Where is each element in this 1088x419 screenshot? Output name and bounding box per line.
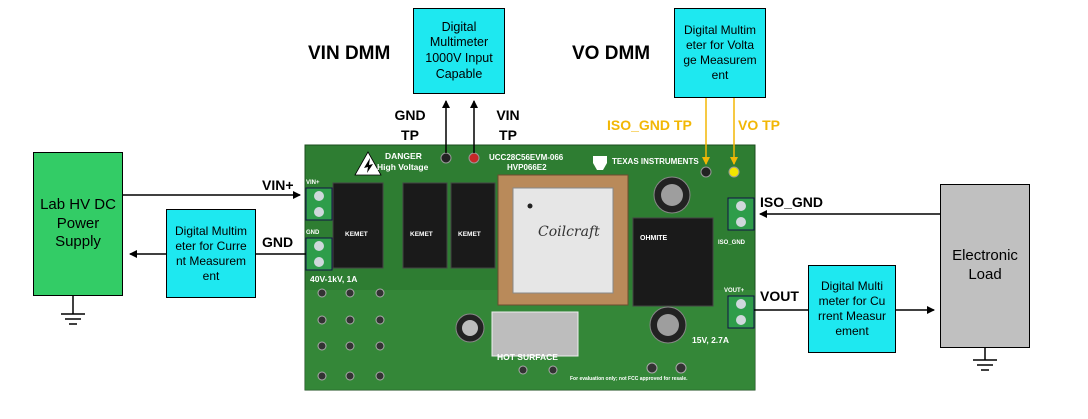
gnd-test-point-icon xyxy=(440,152,452,164)
electronic-load-text: Electronic Load xyxy=(952,247,1018,283)
conn-iso-gnd-text: ISO_GND xyxy=(718,240,746,246)
kemet-cap-3 xyxy=(450,182,496,269)
output-current-dmm-text: Digital Multimeter for Current Measureme… xyxy=(817,279,887,338)
vo-test-point-icon xyxy=(728,166,740,178)
board-brand-text: TEXAS INSTRUMENTS xyxy=(612,157,699,166)
kemet-cap-1 xyxy=(332,182,384,269)
vin-test-point-icon xyxy=(468,152,480,164)
kemet-label-1: KEMET xyxy=(345,231,368,238)
heatsink xyxy=(491,311,579,357)
output-rating-text: 15V, 2.7A xyxy=(692,335,729,345)
vout-label: VOUT xyxy=(760,288,799,304)
vo-dmm-text: Digital Multimeter for Voltage Measureme… xyxy=(683,23,757,82)
vin-plus-label: VIN+ xyxy=(262,177,294,193)
vin-dmm-box: Digital Multimeter 1000V Input Capable xyxy=(413,8,505,94)
input-current-dmm-box: Digital Multimeter for Current Measureme… xyxy=(166,209,256,298)
conn-vin-plus-text: VIN+ xyxy=(306,180,320,186)
lab-supply-text: Lab HV DC Power Supply xyxy=(40,195,116,251)
vin-dmm-text: Digital Multimeter 1000V Input Capable xyxy=(425,19,493,81)
ohmite-label: OHMITE xyxy=(640,235,668,242)
electronic-load-box: Electronic Load xyxy=(940,184,1030,348)
vo-dmm-box: Digital Multimeter for Voltage Measureme… xyxy=(674,8,766,98)
vo-tp-label: VO TP xyxy=(738,117,781,133)
vin-dmm-title: VIN DMM xyxy=(308,43,391,64)
iso-gnd-test-point-icon xyxy=(700,166,712,178)
kemet-label-2: KEMET xyxy=(410,231,433,238)
kemet-label-3: KEMET xyxy=(458,231,481,238)
input-current-dmm-text: Digital Multimeter for Current Measureme… xyxy=(175,223,248,283)
vo-dmm-title: VO DMM xyxy=(572,43,651,64)
board-id-text: HVP066E2 xyxy=(507,163,547,172)
coilcraft-text: Coilcraft xyxy=(538,224,600,240)
conn-gnd-text: GND xyxy=(306,230,320,236)
load-ground-icon xyxy=(973,348,997,371)
vin-tp-label: VIN TP xyxy=(496,107,520,143)
board-model-text: UCC28C56EVM-066 xyxy=(489,153,564,162)
board-high-voltage-text: High Voltage xyxy=(377,162,429,172)
board-danger-text: DANGER xyxy=(385,151,422,161)
input-rating-text: 40V-1kV, 1A xyxy=(310,274,357,284)
kemet-cap-2 xyxy=(402,182,448,269)
eval-note-text: For evaluation only; not FCC approved fo… xyxy=(570,376,688,382)
conn-vout-plus-text: VOUT+ xyxy=(724,288,745,294)
output-current-dmm-box: Digital Multimeter for Current Measureme… xyxy=(808,265,896,353)
lab-hv-dc-power-supply: Lab HV DC Power Supply xyxy=(33,152,123,296)
ti-logo-icon xyxy=(593,156,607,170)
coilcraft-transformer xyxy=(512,187,614,294)
ohmite-resistor xyxy=(632,217,714,307)
iso-gnd-label: ISO_GND xyxy=(760,194,824,210)
iso-gnd-tp-label: ISO_GND TP xyxy=(607,117,692,133)
gnd-tp-label: GND TP xyxy=(394,107,426,143)
gnd-label: GND xyxy=(262,234,294,250)
evm-board: DANGER High Voltage UCC28C56EVM-066 HVP0… xyxy=(304,144,756,391)
supply-ground-icon xyxy=(61,296,85,325)
hot-surface-text: HOT SURFACE xyxy=(497,352,558,362)
